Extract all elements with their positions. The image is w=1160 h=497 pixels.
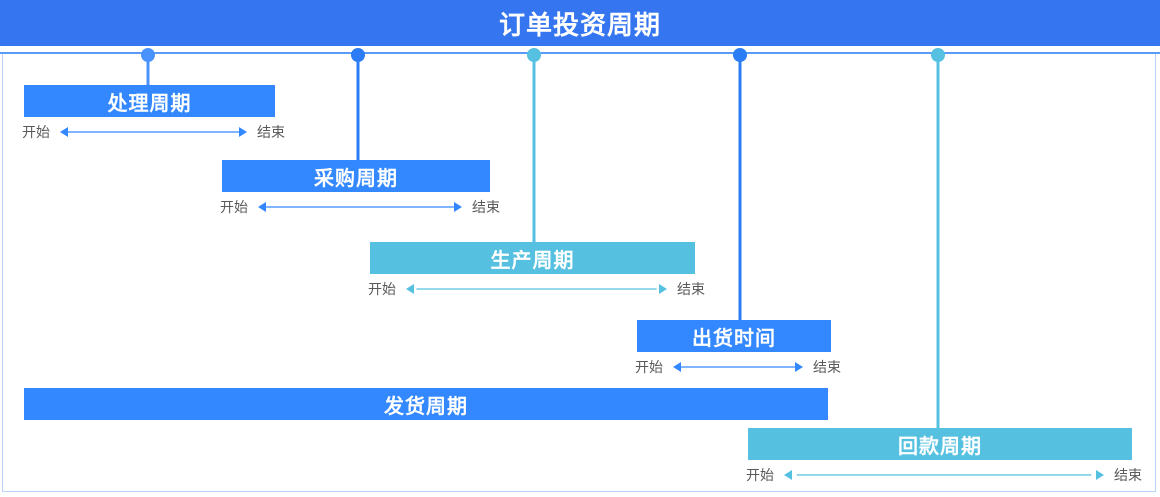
arrow-head-left-icon [673, 362, 681, 372]
timeline-marker-dot-2[interactable] [351, 48, 365, 62]
range-start-label: 开始 [746, 467, 774, 483]
range-end-label: 结束 [1114, 467, 1142, 483]
timeline-marker-dot-3[interactable] [527, 48, 541, 62]
timeline-bar-label: 处理周期 [107, 92, 192, 115]
arrow-head-right-icon [239, 127, 247, 137]
range-start-label: 开始 [220, 199, 248, 215]
timeline-bar-2[interactable]: 采购周期 [222, 160, 490, 192]
timeline-range-row-6: 开始 结束 [746, 464, 1142, 486]
range-end-label: 结束 [257, 124, 285, 140]
timeline-bar-5[interactable]: 发货周期 [24, 388, 828, 420]
timeline-connector-6 [936, 54, 940, 428]
range-start-label: 开始 [368, 281, 396, 297]
timeline-connector-1 [146, 54, 150, 85]
timeline-bar-label: 生产周期 [490, 249, 575, 272]
arrow-head-left-icon [406, 284, 414, 294]
range-double-arrow-icon [60, 126, 247, 138]
range-double-arrow-icon [784, 469, 1104, 481]
timeline-bar-label: 出货时间 [692, 327, 776, 350]
timeline-range-row-3: 开始 结束 [368, 278, 705, 300]
range-double-arrow-icon [258, 201, 462, 213]
timeline-marker-dot-6[interactable] [931, 48, 945, 62]
arrow-head-left-icon [60, 127, 68, 137]
timeline-bar-label: 回款周期 [898, 435, 982, 458]
diagram-header: 订单投资周期 [0, 0, 1160, 46]
timeline-marker-dot-1[interactable] [141, 48, 155, 62]
arrow-head-right-icon [659, 284, 667, 294]
timeline-axis [0, 52, 1160, 54]
arrow-head-left-icon [784, 470, 792, 480]
timeline-bar-3[interactable]: 生产周期 [370, 242, 695, 274]
range-end-label: 结束 [472, 199, 500, 215]
range-double-arrow-icon [406, 283, 667, 295]
page-title: 订单投资周期 [498, 9, 661, 40]
range-end-label: 结束 [677, 281, 705, 297]
arrow-head-right-icon [795, 362, 803, 372]
timeline-bar-1[interactable]: 处理周期 [24, 85, 275, 117]
timeline-marker-dot-4[interactable] [733, 48, 747, 62]
range-start-label: 开始 [635, 359, 663, 375]
arrow-head-left-icon [258, 202, 266, 212]
timeline-bar-label: 发货周期 [384, 395, 468, 418]
timeline-range-row-1: 开始 结束 [22, 121, 285, 143]
arrow-head-right-icon [1096, 470, 1104, 480]
timeline-range-row-4: 开始 结束 [635, 356, 841, 378]
timeline-connector-2 [356, 54, 360, 160]
timeline-bar-6[interactable]: 回款周期 [748, 428, 1132, 460]
timeline-bar-4[interactable]: 出货时间 [637, 320, 831, 352]
range-end-label: 结束 [813, 359, 841, 375]
timeline-connector-4 [738, 54, 742, 320]
arrow-head-right-icon [454, 202, 462, 212]
range-double-arrow-icon [673, 361, 803, 373]
timeline-connector-3 [532, 54, 536, 242]
timeline-bar-label: 采购周期 [314, 167, 398, 190]
timeline-range-row-2: 开始 结束 [220, 196, 500, 218]
range-start-label: 开始 [22, 124, 50, 140]
